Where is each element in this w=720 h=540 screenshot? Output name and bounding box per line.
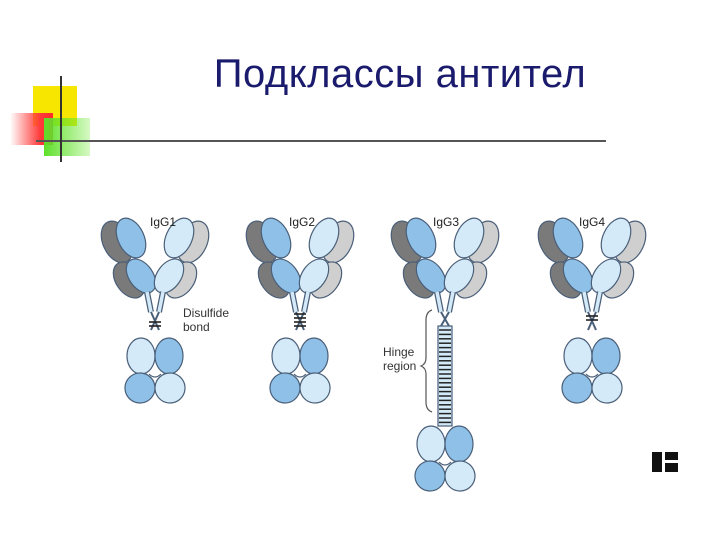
- hinge-bracket: [421, 310, 432, 412]
- slide-logo-icon: [652, 452, 678, 472]
- igg1-label: IgG1: [150, 215, 176, 229]
- hinge-label-line2: region: [383, 359, 416, 373]
- igg3-label: IgG3: [433, 215, 459, 229]
- igg2-antibody: [240, 213, 360, 409]
- igg2-label: IgG2: [289, 215, 315, 229]
- disulfide-label-line1: Disulfide: [183, 306, 229, 320]
- hinge-label-line1: Hinge: [383, 345, 415, 359]
- igg4-label: IgG4: [579, 215, 605, 229]
- igg4-antibody: [532, 213, 652, 409]
- disulfide-label-line2: bond: [183, 320, 210, 334]
